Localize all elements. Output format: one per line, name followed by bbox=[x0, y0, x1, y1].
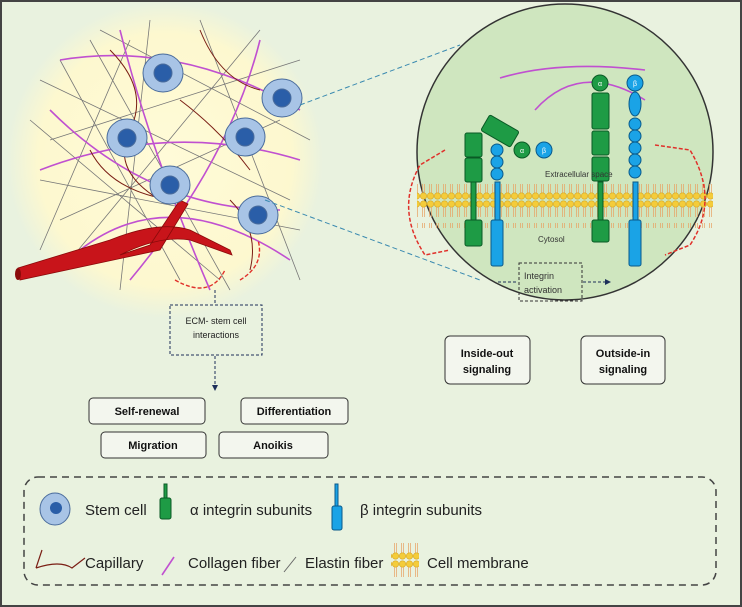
inside-out-arrow bbox=[407, 149, 451, 256]
outside-in-label-2: signaling bbox=[599, 364, 647, 376]
cell-membrane-icon bbox=[391, 541, 419, 581]
membrane-bilayer bbox=[417, 184, 713, 228]
extracellular-label: Extracellular space bbox=[545, 170, 613, 179]
stem-cells bbox=[106, 53, 303, 235]
ecm-niche bbox=[7, 2, 323, 318]
legend-membrane: Cell membrane bbox=[427, 555, 529, 572]
outside-in-label-1: Outside-in bbox=[596, 348, 651, 360]
ecm-box-line2: interactions bbox=[193, 330, 240, 340]
beta-integrin-icon bbox=[331, 483, 343, 531]
activation-label-2: activation bbox=[524, 285, 562, 295]
migration-label: Migration bbox=[128, 440, 178, 452]
zoom-line-top bbox=[299, 44, 461, 106]
zoom-line-bottom bbox=[264, 199, 481, 281]
outside-in-arrow bbox=[654, 144, 706, 256]
ecm-box-line1: ECM- stem cell bbox=[185, 316, 246, 326]
blood-vessel bbox=[17, 199, 233, 281]
legend-elastin: Elastin fiber bbox=[305, 555, 383, 572]
beta-integrin-bent bbox=[490, 141, 553, 267]
alpha-integrin-icon bbox=[159, 483, 172, 520]
legend-capillary: Capillary bbox=[85, 555, 144, 572]
elastin-icon bbox=[283, 556, 297, 573]
legend-stem-cell: Stem cell bbox=[85, 502, 147, 519]
self-renewal-label: Self-renewal bbox=[115, 406, 180, 418]
beta-label: β bbox=[542, 148, 546, 155]
alpha-integrin-extended bbox=[591, 74, 610, 243]
beta-integrin-extended bbox=[626, 74, 644, 267]
legend-alpha-integrin: α integrin subunits bbox=[190, 502, 312, 519]
capillary-icon bbox=[35, 549, 86, 569]
anoikis-label: Anoikis bbox=[253, 440, 293, 452]
integrin-activation-box bbox=[518, 262, 583, 302]
interaction-arrows bbox=[174, 239, 261, 289]
legend-beta-integrin: β integrin subunits bbox=[360, 502, 482, 519]
inside-out-label-2: signaling bbox=[463, 364, 511, 376]
inside-out-label-1: Inside-out bbox=[461, 348, 514, 360]
cytosol-label: Cytosol bbox=[538, 235, 565, 244]
integrin-zoom-circle: α β α β Extracellular space Cytosol Inte… bbox=[416, 3, 714, 302]
legend-collagen: Collagen fiber bbox=[188, 555, 281, 572]
legend: Stem cell α integrin subunits β integrin… bbox=[23, 476, 717, 586]
alpha-label: α bbox=[520, 148, 524, 155]
collagen-icon bbox=[161, 556, 175, 576]
alpha-label: α bbox=[598, 81, 602, 88]
outcome-boxes bbox=[88, 335, 666, 459]
beta-label: β bbox=[633, 81, 637, 88]
differentiation-label: Differentiation bbox=[257, 406, 332, 418]
alpha-integrin-bent bbox=[464, 114, 531, 247]
activation-label-1: Integrin bbox=[524, 271, 554, 281]
ecm-interactions-box bbox=[169, 304, 263, 356]
